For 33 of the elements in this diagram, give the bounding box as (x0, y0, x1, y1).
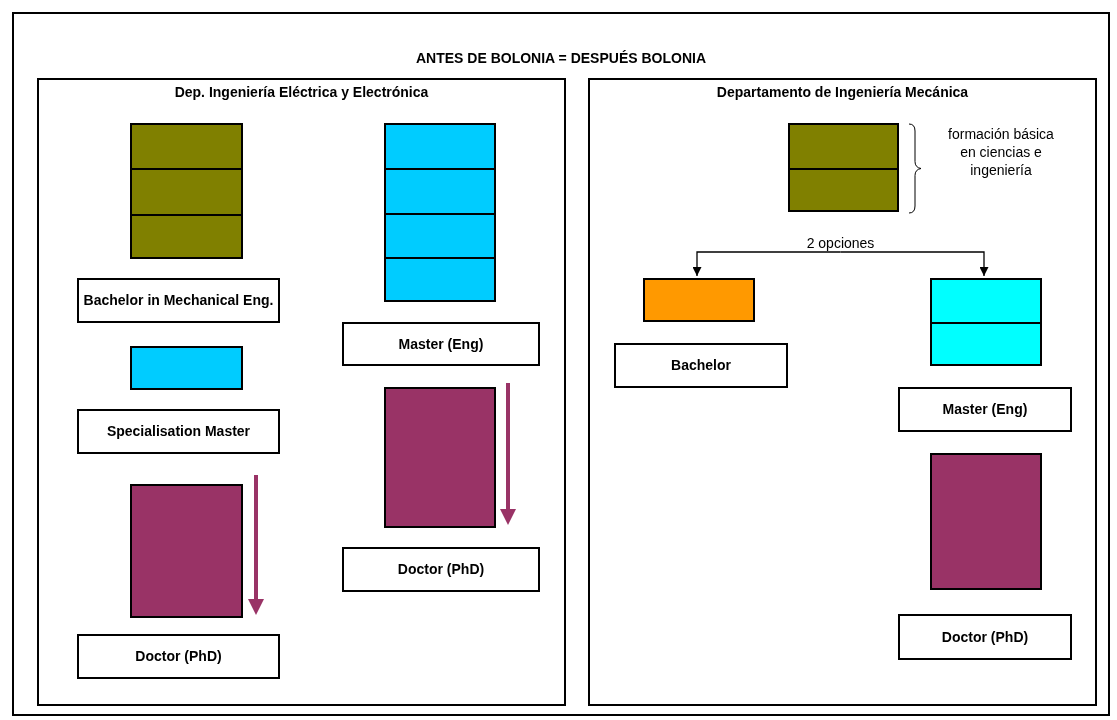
course-block (130, 346, 243, 390)
degree-label: Master (Eng) (397, 335, 485, 353)
course-block (930, 278, 1042, 366)
degree-label: Specialisation Master (105, 423, 252, 440)
degree-box (342, 547, 540, 592)
degree-label: Doctor (PhD) (134, 648, 223, 665)
department-panel (588, 78, 1097, 706)
degree-box (898, 387, 1072, 432)
arrow (839, 251, 989, 277)
course-block (384, 123, 496, 302)
degree-box (77, 409, 280, 454)
degree-label: Bachelor in Mechanical Eng. (82, 292, 275, 309)
course-block (930, 453, 1042, 590)
course-block (643, 278, 755, 322)
department-panel (37, 78, 566, 706)
degree-box (77, 278, 280, 323)
course-block (384, 387, 496, 528)
degree-box (77, 634, 280, 679)
brace-note: formación básica en ciencias e ingeniería (947, 125, 1055, 179)
degree-box (342, 322, 540, 366)
panel-heading: Departamento de Ingeniería Mecánica (715, 83, 970, 102)
diagram-title: ANTES DE BOLONIA = DESPUÉS BOLONIA (415, 49, 707, 68)
course-block (130, 123, 243, 259)
degree-box (614, 343, 788, 388)
panel-heading: Dep. Ingeniería Eléctrica y Electrónica (173, 83, 430, 102)
arrow (692, 251, 842, 277)
degree-label: Doctor (PhD) (396, 561, 486, 578)
degree-label: Master (Eng) (941, 401, 1029, 418)
degree-box (898, 614, 1072, 660)
course-block (130, 484, 243, 618)
degree-label: Bachelor (670, 357, 732, 374)
degree-label: Doctor (PhD) (940, 628, 1030, 646)
edge-label: 2 opciones (805, 235, 876, 251)
